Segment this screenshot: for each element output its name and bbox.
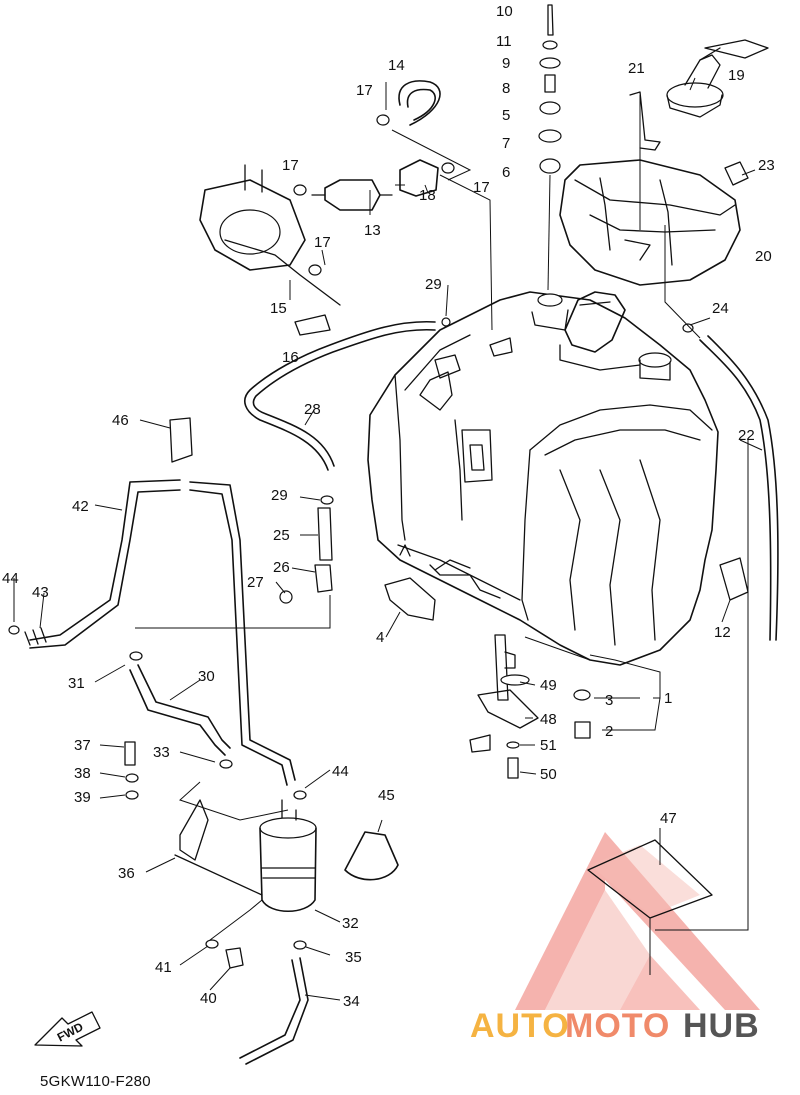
callout-20: 20 (755, 248, 772, 265)
leader-lines (13, 77, 763, 1001)
callout-26: 26 (273, 559, 290, 576)
callout-12: 12 (714, 624, 731, 641)
callout-11: 11 (496, 33, 512, 50)
callout-16: 16 (282, 349, 299, 366)
fuel-cap (666, 39, 769, 118)
callout-35: 35 (345, 949, 362, 966)
callout-36: 36 (118, 865, 135, 882)
callout-19: 19 (728, 67, 745, 84)
callout-17d: 17 (314, 234, 331, 251)
callout-8: 8 (502, 80, 510, 97)
watermark-text: AUTO MOTO HUB (470, 1007, 760, 1045)
callout-44b: 44 (332, 763, 349, 780)
callout-23: 23 (758, 157, 775, 174)
fuel-tank (367, 291, 719, 666)
callout-17c: 17 (473, 179, 490, 196)
callout-15: 15 (270, 300, 287, 317)
callout-50: 50 (540, 766, 557, 783)
pump-assembly (199, 159, 439, 336)
fwd-label: FWD (55, 1020, 86, 1045)
seat-tray (559, 159, 741, 286)
callout-4: 4 (376, 629, 384, 646)
callout-29a: 29 (425, 276, 442, 293)
callout-28: 28 (304, 401, 321, 418)
hoses (24, 80, 779, 1065)
callout-1: 1 (664, 690, 672, 707)
callout-24: 24 (712, 300, 729, 317)
callout-9: 9 (502, 55, 510, 72)
callout-30: 30 (198, 668, 215, 685)
drawing-code: 5GKW110-F280 (40, 1073, 151, 1090)
callout-5: 5 (502, 107, 510, 124)
fuel-filter (174, 799, 317, 912)
callout-42: 42 (72, 498, 89, 515)
callout-7: 7 (502, 135, 510, 152)
callout-2: 2 (605, 723, 613, 740)
callout-31: 31 (68, 675, 85, 692)
watermark-hub: HUB (683, 1007, 760, 1045)
callout-17a: 17 (356, 82, 373, 99)
callout-17b: 17 (282, 157, 299, 174)
callout-10: 10 (496, 3, 513, 20)
callout-21: 21 (628, 60, 645, 77)
callout-45: 45 (378, 787, 395, 804)
callout-47: 47 (660, 810, 677, 827)
callout-48: 48 (540, 711, 557, 728)
callout-labels: 10 11 9 8 5 7 6 21 19 23 20 24 22 12 1 3… (2, 3, 775, 1010)
callout-40: 40 (200, 990, 217, 1007)
callout-51: 51 (540, 737, 557, 754)
callout-18: 18 (419, 187, 436, 204)
forward-arrow: FWD (34, 1011, 101, 1047)
callout-29b: 29 (271, 487, 288, 504)
callout-34: 34 (343, 993, 360, 1010)
callout-33: 33 (153, 744, 170, 761)
callout-22: 22 (738, 427, 755, 444)
watermark-auto: AUTO (470, 1007, 570, 1045)
callout-38: 38 (74, 765, 91, 782)
callout-6: 6 (502, 164, 510, 181)
callout-3: 3 (605, 692, 613, 709)
mount-stack (538, 4, 562, 291)
callout-41: 41 (155, 959, 172, 976)
callout-13: 13 (364, 222, 381, 239)
watermark-logo (515, 832, 760, 1010)
callout-14: 14 (388, 57, 405, 74)
callout-49: 49 (540, 677, 557, 694)
callout-46: 46 (112, 412, 129, 429)
callout-27: 27 (247, 574, 264, 591)
callout-32: 32 (342, 915, 359, 932)
callout-44a: 44 (2, 570, 19, 587)
watermark-moto: MOTO (565, 1007, 670, 1045)
callout-43: 43 (32, 584, 49, 601)
callout-39: 39 (74, 789, 91, 806)
callout-37: 37 (74, 737, 91, 754)
callout-25: 25 (273, 527, 290, 544)
